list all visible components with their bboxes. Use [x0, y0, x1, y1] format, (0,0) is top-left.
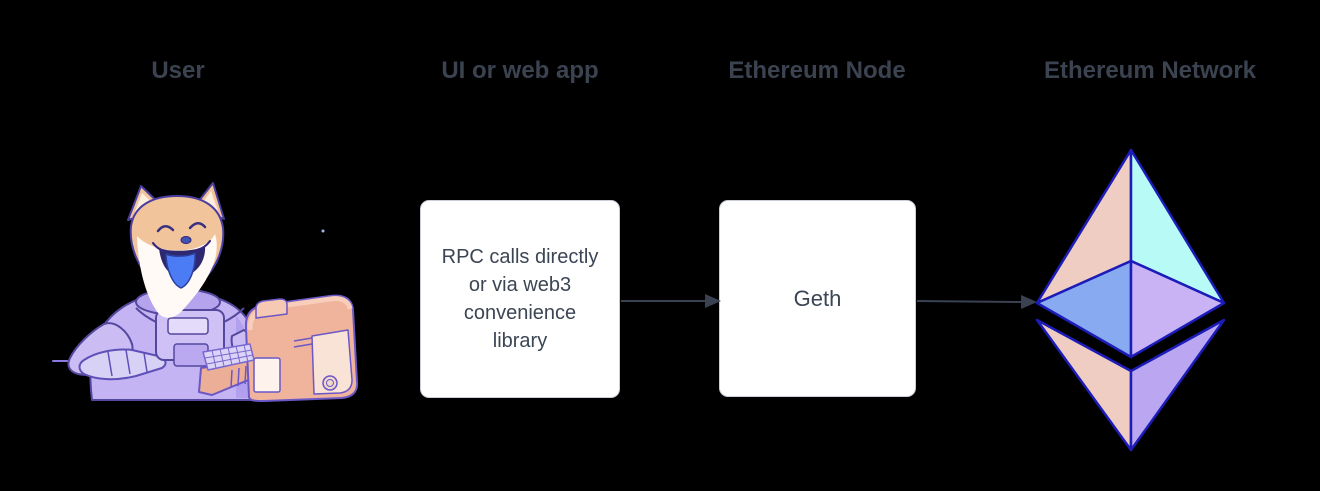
column-label-ui: UI or web app	[441, 57, 599, 84]
eth-face-bottom-right	[1129, 318, 1226, 452]
rpc-box: RPC calls directly or via web3 convenien…	[420, 200, 620, 398]
column-label-network: Ethereum Network	[1043, 57, 1257, 84]
ethereum-logo-icon	[1035, 148, 1226, 452]
speck	[321, 229, 325, 233]
arrow-rpc-to-geth	[621, 294, 721, 308]
doge-user-illustration	[52, 182, 359, 402]
eth-face-mid-right	[1129, 259, 1226, 359]
column-label-user: User	[151, 57, 205, 84]
doge-head	[127, 182, 225, 318]
rpc-box-label: RPC calls directly or via web3 convenien…	[441, 246, 599, 352]
arrow-geth-to-network	[916, 295, 1037, 309]
keyboard	[202, 343, 255, 371]
geth-box-label: Geth	[793, 285, 842, 311]
column-label-node: Ethereum Node	[728, 57, 906, 84]
geth-box: Geth	[719, 200, 916, 397]
retro-computer	[198, 294, 359, 402]
